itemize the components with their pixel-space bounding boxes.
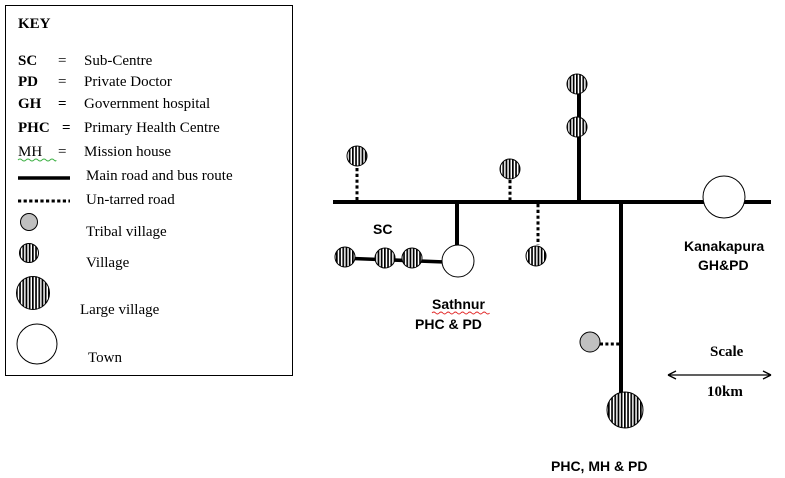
tribal-village [579,331,601,353]
town-kanakapura [702,175,746,219]
key-abbr: PHC [18,120,50,136]
key-symbol-label: Village [86,255,130,271]
key-symbol-label: Large village [80,302,160,318]
key-symbol-untarred-road: Un-tarred road [18,192,175,208]
town-sathnur [441,244,475,278]
village-west-2 [374,247,396,269]
key-abbr: PD [18,74,38,90]
key-abbr-row-pd: PD = Private Doctor [18,74,172,90]
village-west-1 [334,246,356,268]
town-symbol [16,323,58,365]
key-abbr: MH [18,144,42,160]
scale-distance: 10km [707,384,743,400]
village-south-central [525,245,547,267]
village-west-3 [401,247,423,269]
key-border [5,5,293,376]
scale-title: Scale [710,344,744,360]
map-labels: SC Sathnur PHC & PD Kanakapura GH&PD PHC… [373,221,764,474]
village-northwest [346,145,368,167]
key-equals: = [58,74,66,90]
spellcheck-underline [431,311,490,315]
key-symbol-tribal-village: Tribal village [20,213,167,240]
tribal-village-symbol [20,213,38,231]
key-symbol-main-road: Main road and bus route [18,168,233,184]
key-meaning: Primary Health Centre [84,120,220,136]
key-symbol-label: Un-tarred road [86,192,175,208]
key-abbr: GH [18,96,42,112]
key-equals: = [62,120,71,136]
key-equals: = [58,96,67,112]
scale-bar: Scale 10km [667,344,772,400]
main-roads [333,85,771,398]
key-abbr-row-gh: GH = Government hospital [18,96,210,112]
scale-arrow-right-icon [762,370,772,380]
label-south-services: PHC, MH & PD [551,458,647,474]
key-abbr-row-phc: PHC = Primary Health Centre [18,120,220,136]
label-sathnur-services: PHC & PD [415,316,482,332]
key-abbr-row-sc: SC = Sub-Centre [18,53,153,69]
key-symbol-town: Town [16,323,122,366]
village-north-central [499,158,521,180]
village-symbol [19,243,39,263]
untarred-roads [355,168,621,346]
key-equals: = [58,53,66,69]
settlements [334,73,746,429]
map-key: KEY SC = Sub-Centre PD = Private Doctor … [5,5,293,376]
label-kanakapura: Kanakapura [684,238,764,254]
label-kanakapura-services: GH&PD [698,257,749,273]
scale-arrow-left-icon [667,370,677,380]
key-symbol-village: Village [19,243,130,271]
large-village-symbol [16,276,50,310]
key-symbol-label: Main road and bus route [86,168,233,184]
spellcheck-underline [17,158,57,162]
village-north-top [566,73,588,95]
key-symbol-large-village: Large village [16,276,160,318]
key-abbr: SC [18,53,37,69]
label-sc: SC [373,221,392,237]
label-sathnur: Sathnur [432,296,485,312]
key-title: KEY [18,16,51,32]
key-meaning: Private Doctor [84,74,172,90]
key-symbol-label: Tribal village [86,224,167,240]
key-meaning: Mission house [84,144,171,160]
village-north-middle [566,116,588,138]
key-symbol-label: Town [88,350,122,366]
key-meaning: Sub-Centre [84,53,153,69]
large-village-south [606,391,644,429]
key-meaning: Government hospital [84,96,210,112]
key-abbr-row-mh: MH = Mission house [17,144,171,162]
key-equals: = [58,144,66,160]
